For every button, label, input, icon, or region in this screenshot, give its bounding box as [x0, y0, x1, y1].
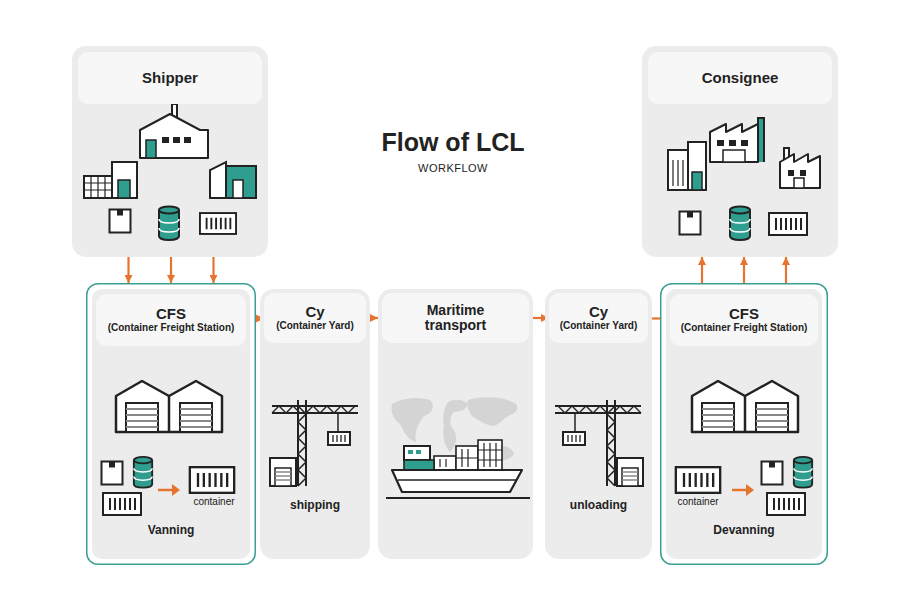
- station-header: CFS(Container Freight Station): [670, 294, 818, 346]
- factory-icon: [140, 104, 208, 158]
- station-panel: Devanning CFS(Container Freight Station): [660, 283, 828, 565]
- yard-header: Cy(Container Yard): [549, 293, 648, 343]
- container-icon: [769, 213, 807, 235]
- box-icon: [110, 210, 131, 233]
- container-icon: [676, 467, 720, 493]
- process-arrow: [732, 489, 748, 492]
- building-icon: [210, 162, 256, 198]
- yard-header: Cy(Container Yard): [264, 293, 366, 343]
- barrel-icon: [134, 457, 152, 488]
- factory-icon: [710, 118, 764, 162]
- subtitle-text: (Container Freight Station): [108, 322, 235, 334]
- subtitle-text: WORKFLOW: [383, 162, 523, 174]
- factory-icon: [780, 148, 820, 188]
- flow-arrow: [212, 257, 214, 283]
- heading-text: Cy: [589, 304, 608, 321]
- party-panel: Consignee: [642, 46, 838, 257]
- world-map: [391, 397, 517, 480]
- flow-arrow: [701, 257, 703, 283]
- step-caption: Vanning: [86, 523, 256, 537]
- building-icon: [84, 162, 137, 198]
- subtitle-text: (Container Yard): [560, 320, 638, 332]
- building-icon: [668, 142, 706, 190]
- flow-arrow: [127, 257, 129, 283]
- heading-text: Consignee: [648, 52, 832, 104]
- process-arrow: [746, 484, 754, 496]
- crane-icon: [270, 400, 358, 486]
- barrel-icon: [730, 207, 750, 241]
- process-arrow: [172, 484, 180, 496]
- flow-arrow: [743, 257, 745, 283]
- station-panel: Vanning CFS(Container Freight Station): [86, 283, 256, 565]
- flow-arrow: [170, 257, 172, 283]
- part-label: container: [179, 496, 249, 507]
- warehouse-icon: [116, 381, 222, 432]
- yard-panel: unloading Cy(Container Yard): [545, 289, 652, 559]
- step-caption: shipping: [260, 498, 370, 512]
- barrel-icon: [159, 207, 179, 241]
- container-icon: [200, 213, 236, 234]
- diagram-title: Flow of LCL: [333, 128, 573, 157]
- ship-icon: [386, 440, 530, 498]
- box-icon: [680, 212, 701, 235]
- part-label: container: [663, 496, 733, 507]
- heading-text: Cy: [305, 304, 324, 321]
- container-icon: [103, 493, 141, 515]
- station-header: CFS(Container Freight Station): [96, 294, 246, 346]
- warehouse-icon: [692, 381, 798, 432]
- yard-panel: shipping Cy(Container Yard): [260, 289, 370, 559]
- subtitle-text: (Container Yard): [276, 320, 354, 332]
- subtitle-text: (Container Freight Station): [681, 322, 808, 334]
- box-icon: [762, 462, 783, 485]
- step-caption: unloading: [545, 498, 652, 512]
- container-icon: [767, 493, 805, 515]
- crane-icon: [555, 400, 643, 486]
- flow-arrow: [785, 257, 787, 283]
- panel-ground: [666, 289, 822, 559]
- process-arrow: [158, 489, 174, 492]
- transport-panel: Maritime transport: [378, 289, 533, 559]
- heading-text: CFS: [729, 306, 759, 323]
- heading-text: Maritime transport: [382, 293, 529, 343]
- step-caption: Devanning: [660, 523, 828, 537]
- container-icon: [190, 467, 234, 493]
- box-icon: [102, 462, 123, 485]
- heading-text: Shipper: [78, 52, 262, 104]
- panel-ground: [92, 289, 250, 559]
- barrel-icon: [794, 457, 812, 488]
- heading-text: CFS: [156, 306, 186, 323]
- party-panel: Shipper: [72, 46, 268, 257]
